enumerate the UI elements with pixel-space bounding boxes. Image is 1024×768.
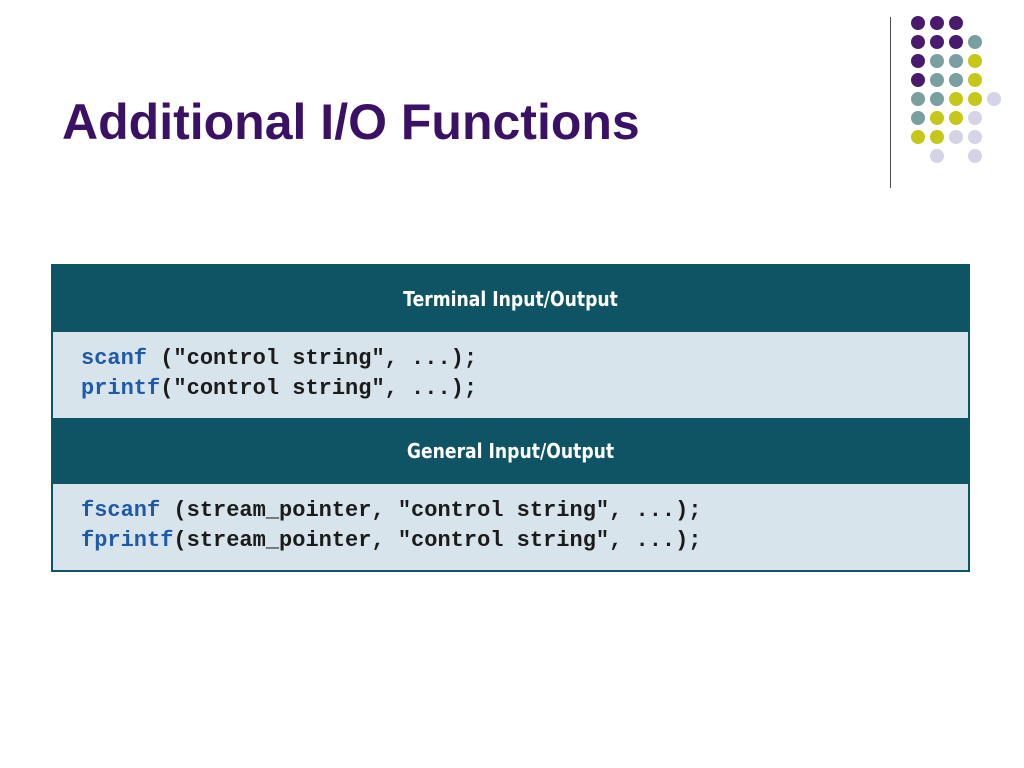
- code-keyword: scanf: [81, 346, 148, 371]
- decorative-dot: [911, 16, 925, 30]
- decorative-dot: [930, 130, 944, 144]
- decorative-dot: [968, 73, 982, 87]
- decorative-dot: [930, 35, 944, 49]
- title-divider-line: [890, 17, 891, 188]
- decorative-dot: [949, 16, 963, 30]
- code-args: ("control string", ...);: [160, 376, 478, 401]
- decorative-dot-grid: [0, 0, 1024, 200]
- decorative-dot: [968, 92, 982, 106]
- slide-title: Additional I/O Functions: [62, 94, 640, 150]
- decorative-dot: [968, 149, 982, 163]
- decorative-dot: [911, 35, 925, 49]
- io-functions-table: Terminal Input/Output scanf ("control st…: [51, 264, 970, 572]
- decorative-dot: [930, 16, 944, 30]
- decorative-dot: [911, 54, 925, 68]
- decorative-dot: [968, 111, 982, 125]
- code-args: ("control string", ...);: [147, 346, 478, 371]
- decorative-dot: [987, 92, 1001, 106]
- decorative-dot: [949, 92, 963, 106]
- decorative-dot: [949, 54, 963, 68]
- code-line-fprintf: fprintf(stream_pointer, "control string"…: [81, 526, 968, 556]
- decorative-dot: [968, 130, 982, 144]
- code-args: (stream_pointer, "control string", ...);: [173, 528, 702, 553]
- code-line-scanf: scanf ("control string", ...);: [81, 344, 968, 374]
- decorative-dot: [949, 35, 963, 49]
- decorative-dot: [930, 111, 944, 125]
- terminal-io-header: Terminal Input/Output: [403, 287, 618, 311]
- code-keyword: printf: [81, 376, 161, 401]
- decorative-dot: [911, 111, 925, 125]
- terminal-io-code: scanf ("control string", ...);printf("co…: [53, 332, 968, 418]
- decorative-dot: [911, 130, 925, 144]
- decorative-dot: [911, 92, 925, 106]
- decorative-dot: [949, 73, 963, 87]
- code-line-printf: printf("control string", ...);: [81, 374, 968, 404]
- decorative-dot: [949, 130, 963, 144]
- code-keyword: fscanf: [81, 498, 161, 523]
- general-io-header: General Input/Output: [406, 439, 615, 463]
- decorative-dot: [968, 54, 982, 68]
- decorative-dot: [968, 35, 982, 49]
- general-io-code: fscanf (stream_pointer, "control string"…: [53, 484, 968, 570]
- decorative-dot: [930, 54, 944, 68]
- decorative-dot: [911, 73, 925, 87]
- code-keyword: fprintf: [81, 528, 174, 553]
- decorative-dot: [930, 149, 944, 163]
- decorative-dot: [930, 92, 944, 106]
- decorative-dot: [930, 73, 944, 87]
- decorative-dot: [949, 111, 963, 125]
- code-line-fscanf: fscanf (stream_pointer, "control string"…: [81, 496, 968, 526]
- code-args: (stream_pointer, "control string", ...);: [160, 498, 702, 523]
